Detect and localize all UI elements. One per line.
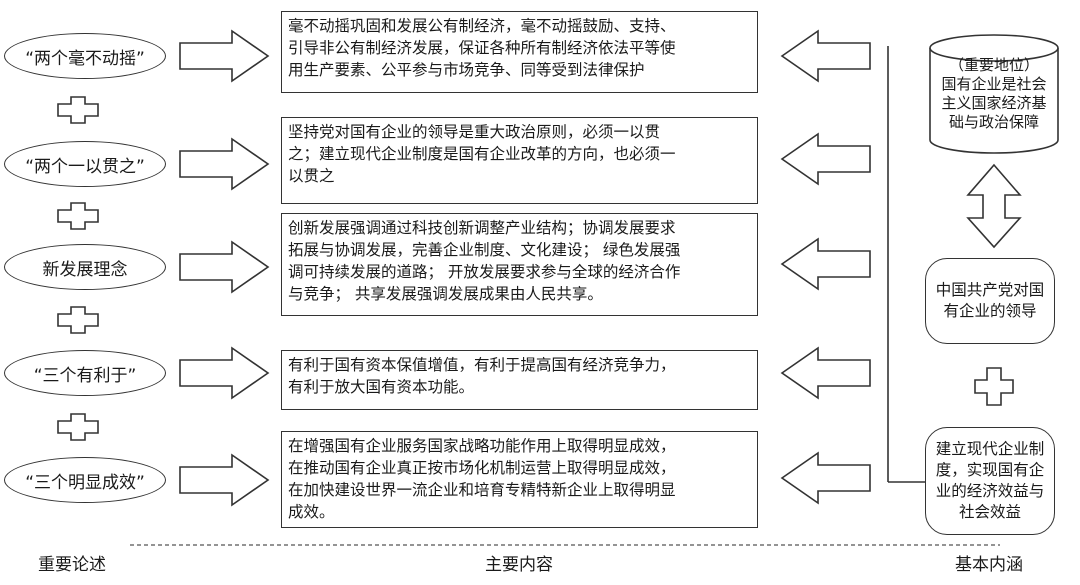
content-line: 引导非公有制经济发展，保证各种所有制经济依法平等使 [288,39,676,57]
key-statement-1: “两个毫不动摇” [4,33,166,79]
footer-key-statements: 重要论述 [38,555,106,575]
leadership-line: 有企业的领导 [943,302,1037,320]
plus-icon-4 [57,413,99,441]
key-statement-3: 新发展理念 [4,244,166,290]
content-box-1: 毫不动摇巩固和发展公有制经济，毫不动摇鼓励、支持、 引导非公有制经济发展，保证各… [281,11,758,93]
party-leadership-box: 中国共产党对国 有企业的领导 [925,258,1055,344]
double-arrow-icon [966,163,1022,249]
content-line: 毫不动摇巩固和发展公有制经济，毫不动摇鼓励、支持、 [288,17,676,35]
cylinder-text: （重要地位） 国有企业是社会 主义国家经济基 础与政治保障 [930,56,1058,132]
plus-icon-2 [57,202,99,230]
arrow-right-5 [179,453,270,507]
arrow-right-1 [179,29,270,83]
enterprise-line: 业的经济效益与 [935,482,1045,500]
content-line: 拓展与协调发展，完善企业制度、文化建设； 绿色发展强 [288,241,681,259]
content-line: 有利于国有资本保值增值，有利于提高国有经济竞争力， [288,356,676,374]
content-line: 与竞争； 共享发展强调发展成果由人民共享。 [288,285,603,303]
arrow-left-2 [780,132,871,186]
enterprise-line: 度，实现国有企 [935,461,1045,479]
content-line: 成效。 [288,503,335,521]
enterprise-line: 建立现代企业制 [935,440,1045,458]
content-line: 在加快建设世界一流企业和培育专精特新企业上取得明显 [288,481,676,499]
arrow-right-4 [179,346,270,400]
arrow-right-2 [179,137,270,191]
arrow-right-3 [179,240,270,294]
footer-basic-meaning: 基本内涵 [955,555,1023,575]
content-line: 创新发展强调通过科技创新调整产业结构；协调发展要求 [288,219,676,237]
arrow-left-1 [780,29,871,83]
arrow-left-5 [780,451,871,505]
cylinder-shape [929,34,1059,154]
content-box-3: 创新发展强调通过科技创新调整产业结构；协调发展要求 拓展与协调发展，完善企业制度… [281,213,758,316]
content-box-5: 在增强国有企业服务国家战略功能作用上取得明显成效， 在推动国有企业真正按市场化机… [281,431,758,528]
content-line: 坚持党对国有企业的领导是重大政治原则，必须一以贯 [288,123,661,141]
key-statement-2: “两个一以贯之” [4,141,166,187]
content-line: 在推动国有企业真正按市场化机制运营上取得明显成效， [288,459,676,477]
content-line: 在增强国有企业服务国家战略功能作用上取得明显成效， [288,437,676,455]
key-statement-5: “三个明显成效” [4,457,166,503]
content-line: 以贯之 [288,167,335,185]
content-line: 有利于放大国有资本功能。 [288,378,475,396]
plus-icon-right [974,367,1014,406]
key-statement-4: “三个有利于” [4,350,166,396]
cylinder-line: 础与政治保障 [948,113,1039,131]
arrow-left-4 [780,346,871,400]
content-box-4: 有利于国有资本保值增值，有利于提高国有经济竞争力， 有利于放大国有资本功能。 [281,350,758,410]
content-box-2: 坚持党对国有企业的领导是重大政治原则，必须一以贯 之；建立现代企业制度是国有企业… [281,117,758,204]
cylinder-line: 国有企业是社会 [941,75,1047,93]
content-line: 用生产要素、公平参与市场竞争、同等受到法律保护 [288,61,645,79]
modern-enterprise-box: 建立现代企业制 度，实现国有企 业的经济效益与 社会效益 [925,427,1055,535]
cylinder-line: （重要地位） [948,56,1039,74]
plus-icon-1 [57,96,99,124]
content-line: 之；建立现代企业制度是国有企业改革的方向，也必须一 [288,145,676,163]
footer-main-content: 主要内容 [485,555,553,575]
plus-icon-3 [57,306,99,334]
leadership-line: 中国共产党对国 [935,281,1045,299]
enterprise-line: 社会效益 [958,503,1021,521]
content-line: 调可持续发展的道路； 开放发展要求参与全球的经济合作 [288,263,681,281]
cylinder-line: 主义国家经济基 [941,94,1047,112]
arrow-left-3 [780,237,871,291]
